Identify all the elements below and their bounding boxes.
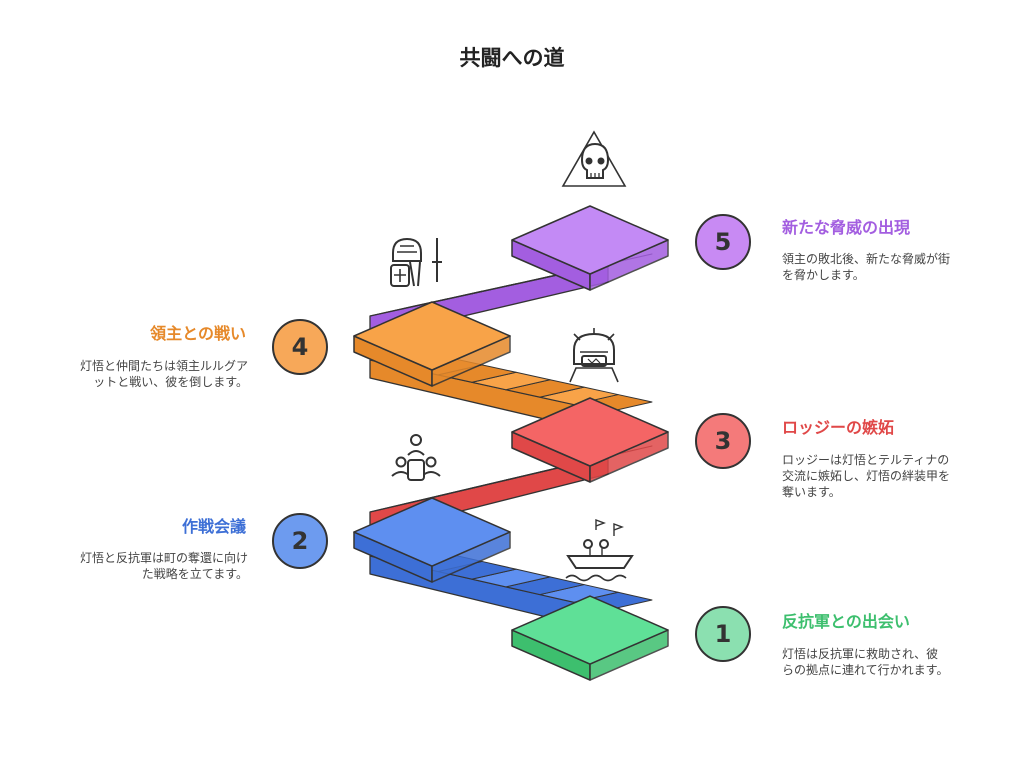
step-2-description: 灯悟と反抗軍は町の奪還に向けた戦略を立てます。 <box>80 551 249 581</box>
step-4-number-badge: 4 <box>272 319 328 375</box>
step-1-number-badge: 1 <box>695 606 751 662</box>
meeting-group-icon <box>391 434 441 481</box>
step-4-platform <box>353 301 511 387</box>
skull-warning-icon <box>561 130 627 187</box>
warship-icon <box>565 518 634 582</box>
step-5-description: 領主の敗北後、新たな脅威が街を脅かします。 <box>782 252 951 282</box>
step-3-platform <box>511 397 669 483</box>
step-5-platform <box>511 205 669 291</box>
step-4-description: 灯悟と仲間たちは領主ルルグアットと戦い、彼を倒します。 <box>80 359 249 389</box>
knight-icon <box>390 237 442 287</box>
step-5-title: 新たな脅威の出現 <box>782 218 911 237</box>
step-1-description: 灯悟は反抗軍に救助され、彼らの拠点に連れて行かれます。 <box>782 647 949 677</box>
step-3-number-badge: 3 <box>695 413 751 469</box>
step-1-platform <box>511 595 669 681</box>
page-title: 共闘への道 <box>459 46 565 70</box>
step-2-title: 作戦会議 <box>181 517 246 536</box>
step-3-title: ロッジーの嫉妬 <box>782 418 895 437</box>
step-1-title: 反抗軍との出会い <box>782 612 910 631</box>
step-3-description: ロッジーは灯悟とテルティナの交流に嫉妬し、灯悟の絆装甲を奪います。 <box>782 453 951 499</box>
step-4-title: 領主との戦い <box>150 324 246 343</box>
step-2-platform <box>353 497 511 583</box>
step-2-number-badge: 2 <box>272 513 328 569</box>
step-5-number-badge: 5 <box>695 214 751 270</box>
ogre-helmet-icon <box>569 328 619 383</box>
